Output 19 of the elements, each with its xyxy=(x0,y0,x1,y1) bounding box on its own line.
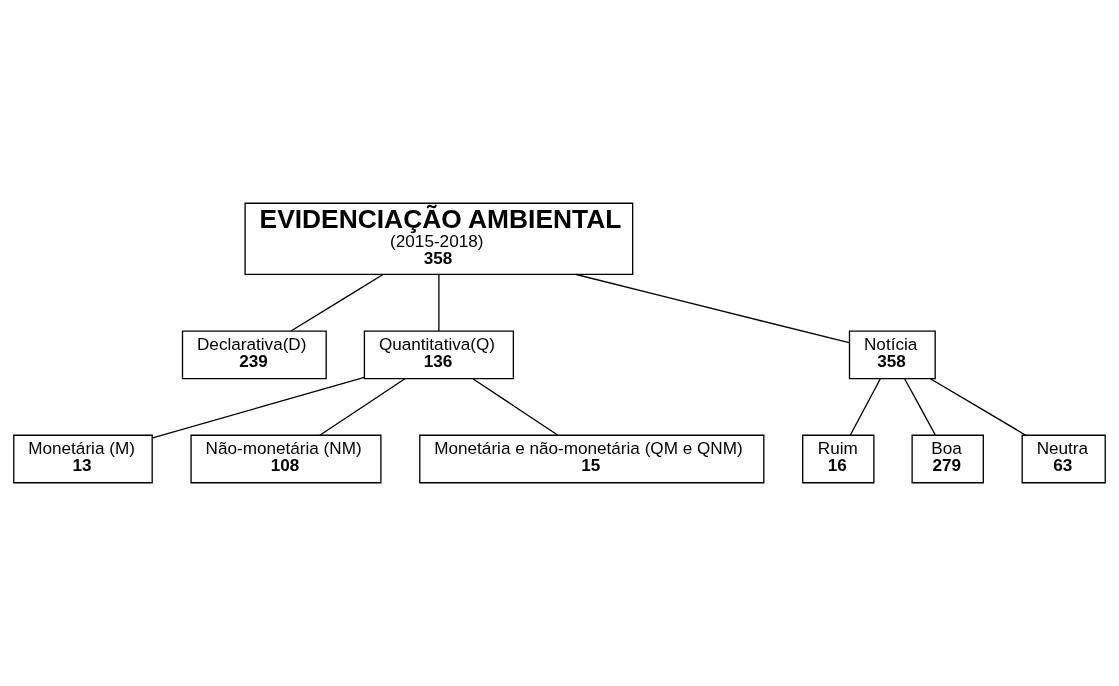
connector xyxy=(849,378,881,436)
connector xyxy=(319,378,406,436)
node-box: EVIDENCIAÇÃO AMBIENTAL (2015-2018) 358 xyxy=(244,202,634,276)
node-box: Boa 279 xyxy=(911,434,984,484)
node-box: Neutra 63 xyxy=(1021,434,1106,484)
node-box: Declarativa(D) 239 xyxy=(181,330,327,380)
connector xyxy=(575,273,850,344)
connector xyxy=(290,273,384,332)
node-box: Ruim 16 xyxy=(802,434,875,484)
connector xyxy=(472,378,559,436)
connector xyxy=(903,378,937,436)
connector xyxy=(438,274,440,332)
connector xyxy=(152,376,365,439)
node-box: Não-monetária (NM) 108 xyxy=(190,434,382,484)
node-box: Quantitativa(Q) 136 xyxy=(363,330,514,380)
node-box: Notícia 358 xyxy=(848,330,936,380)
node-box: Monetária e não-monetária (QM e QNM) 15 xyxy=(419,434,765,484)
connector xyxy=(929,378,1027,436)
node-box: Monetária (M) 13 xyxy=(13,434,153,484)
